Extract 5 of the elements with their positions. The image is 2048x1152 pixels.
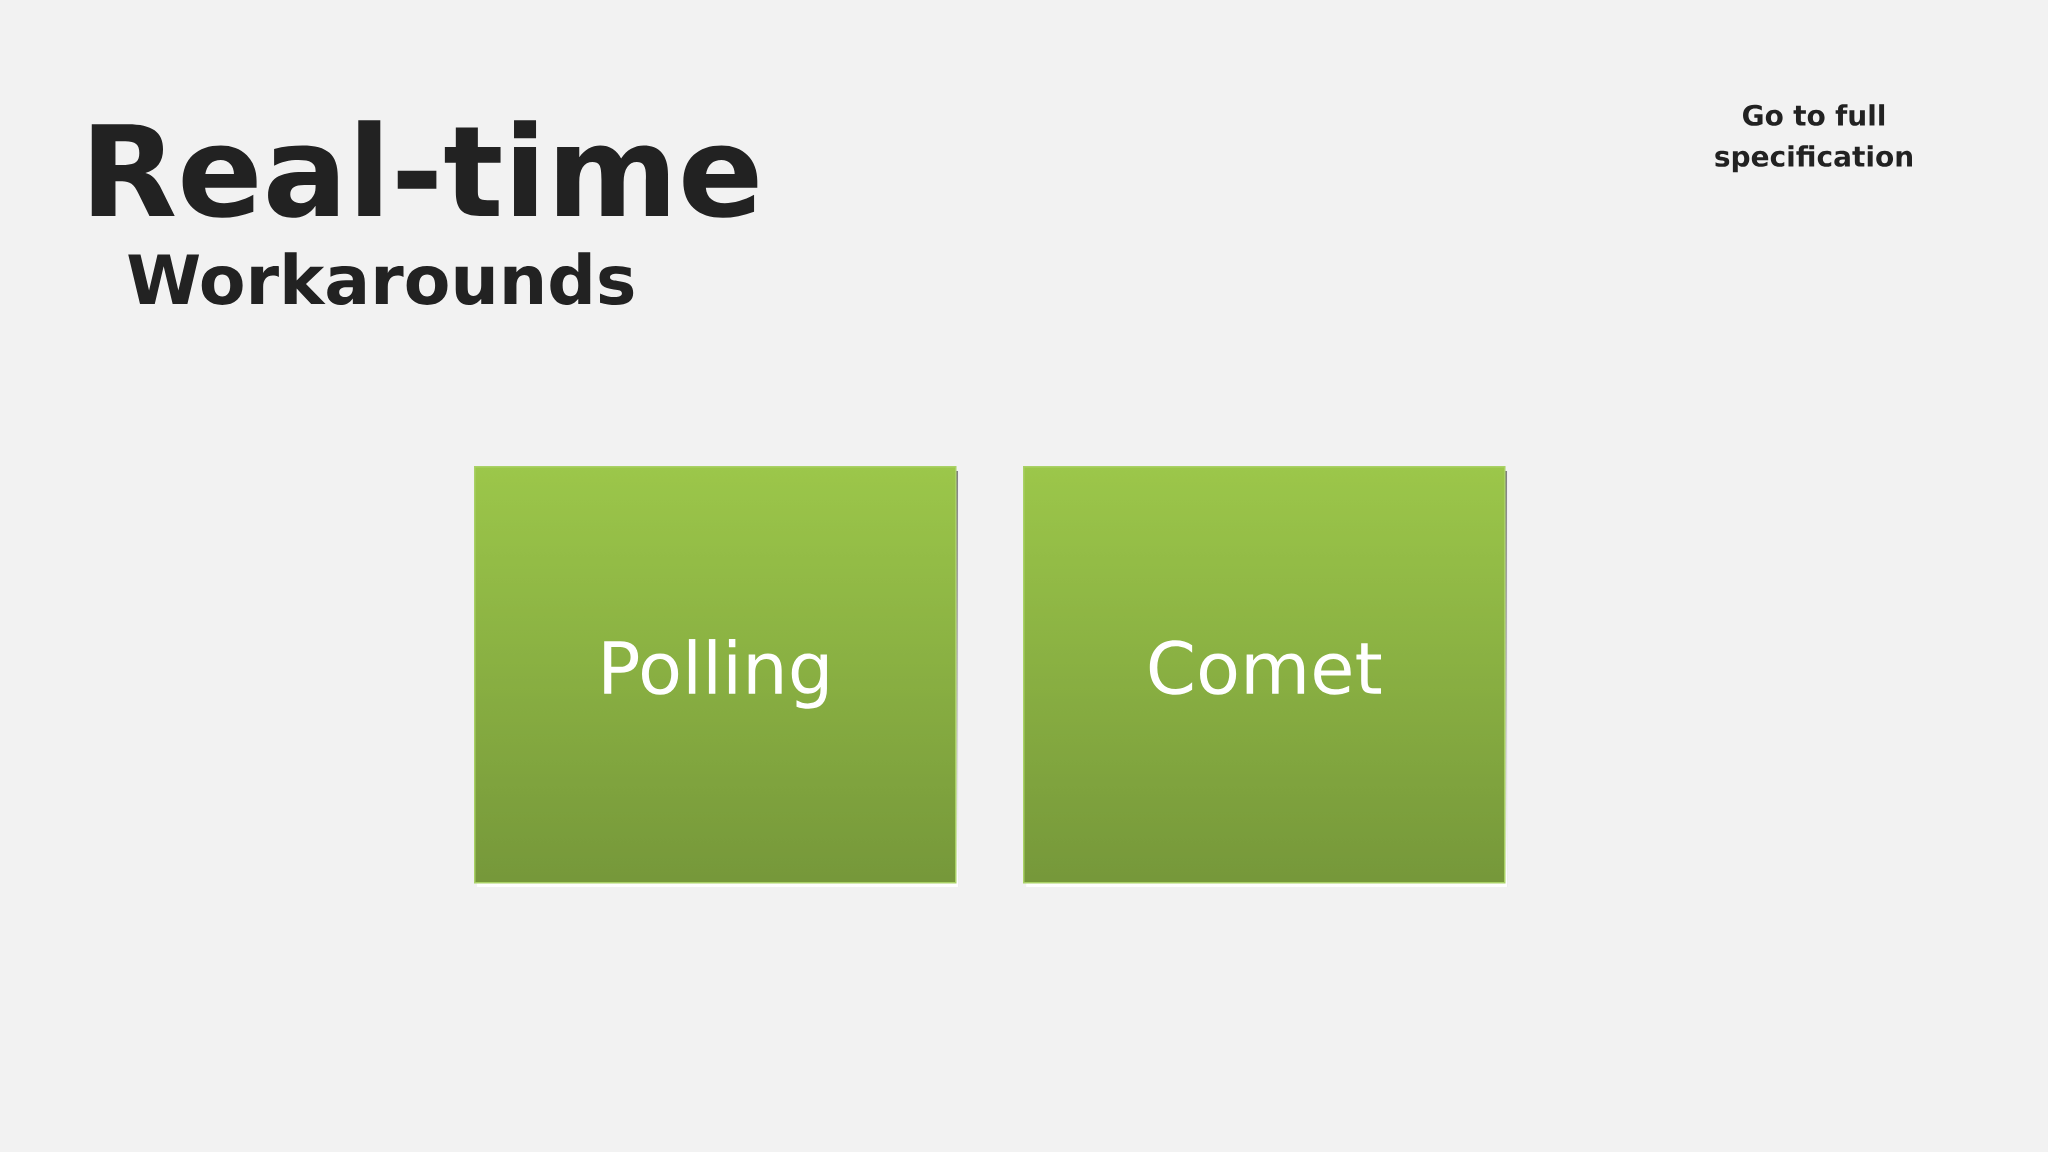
tile: Polling — [474, 466, 958, 887]
subtitle: Workarounds — [128, 252, 634, 305]
tile: Comet — [1023, 466, 1507, 887]
title: Real-time — [91, 120, 758, 218]
link: Go to full specification — [1715, 104, 1912, 173]
